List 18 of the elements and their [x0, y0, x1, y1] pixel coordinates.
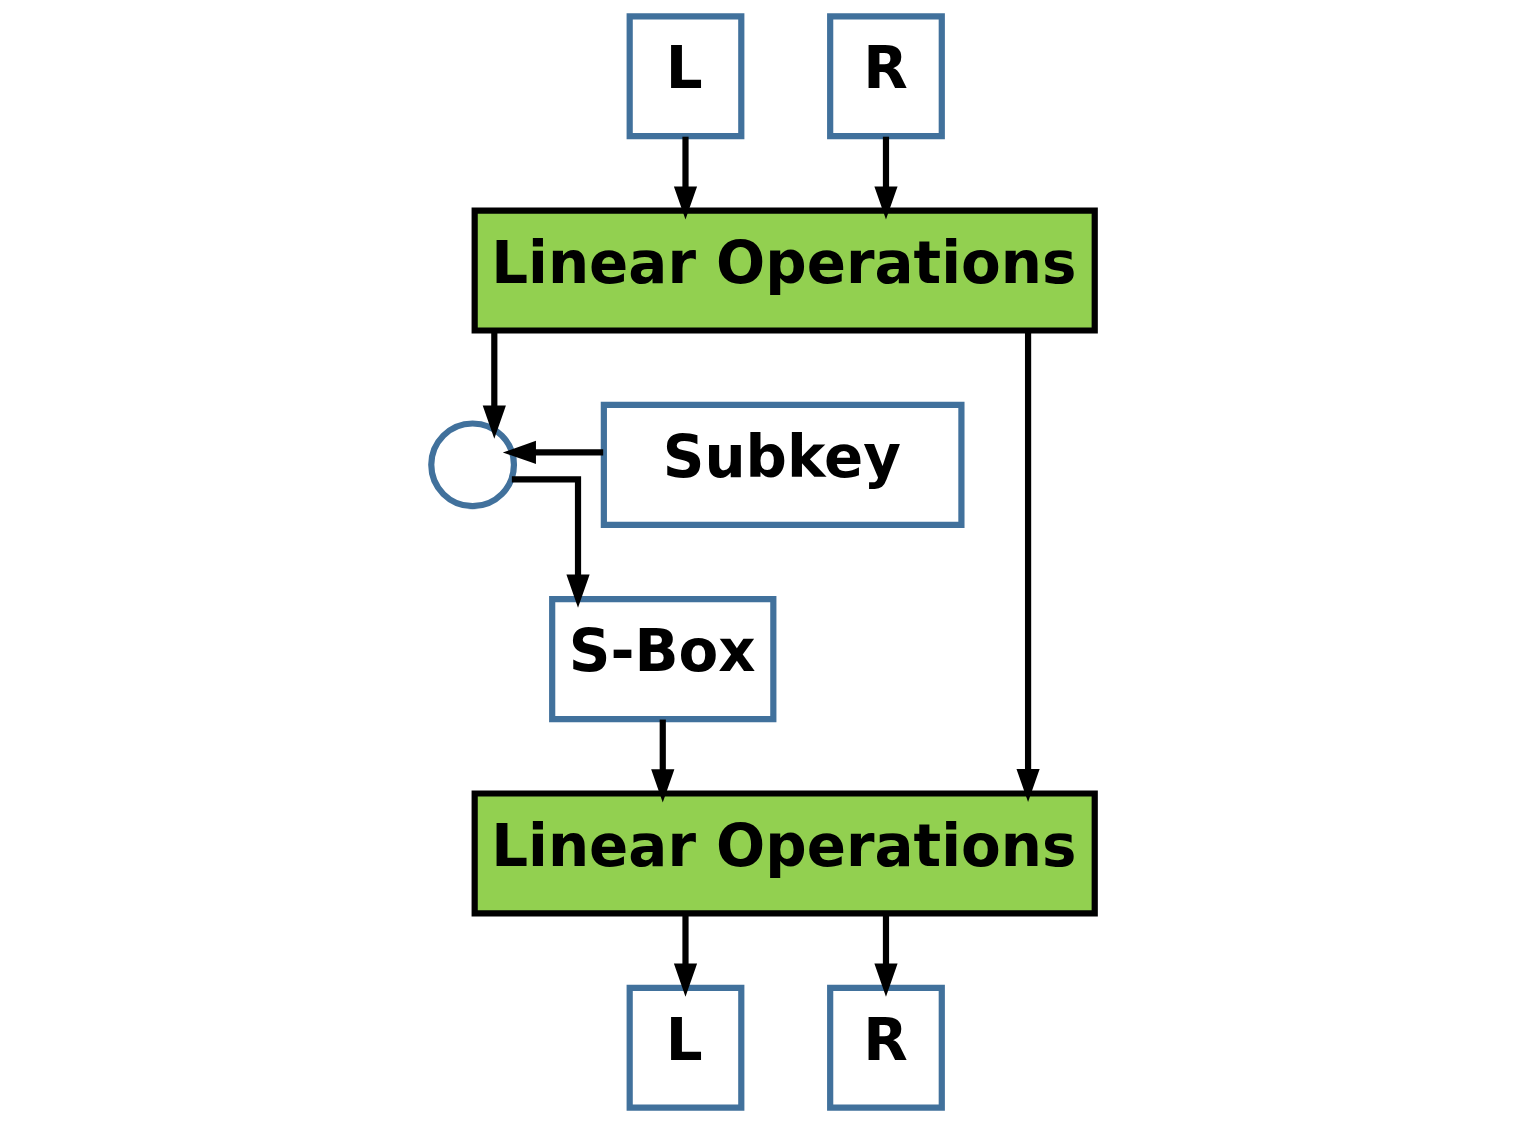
arrow: [874, 136, 898, 220]
node-box: Subkey: [600, 401, 965, 528]
node-box: L: [626, 984, 745, 1111]
arrow: [673, 136, 698, 220]
node-box: Linear Operations: [471, 790, 1098, 917]
arrow: [874, 913, 898, 997]
arrow: [651, 719, 675, 803]
node-circle: [428, 420, 518, 510]
arrow: [673, 913, 698, 997]
arrow: [502, 440, 604, 465]
arrow: [511, 476, 590, 608]
arrow: [1016, 330, 1040, 803]
node-box: R: [827, 13, 945, 140]
node-box: L: [626, 13, 745, 140]
arrow: [482, 331, 506, 439]
node-box: S-Box: [549, 596, 777, 723]
node-box: R: [827, 984, 945, 1111]
node-box: Linear Operations: [471, 207, 1098, 334]
